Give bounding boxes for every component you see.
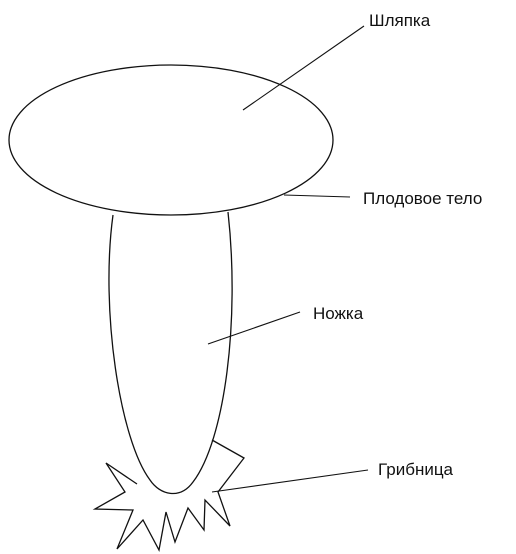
stem-label: Ножка: [313, 304, 364, 323]
mycelium-outline: [92, 439, 245, 552]
fruiting-body-leader-line: [283, 194, 351, 198]
stem-outline: [108, 211, 233, 495]
cap-label: Шляпка: [369, 11, 431, 30]
cap-leader-line: [242, 25, 365, 111]
mycelium-leader-line: [211, 469, 369, 493]
cap-outline: [8, 64, 334, 216]
stem-leader-line: [207, 311, 301, 345]
mycelium-label: Грибница: [378, 460, 454, 479]
fruiting-body-label: Плодовое тело: [363, 189, 482, 208]
